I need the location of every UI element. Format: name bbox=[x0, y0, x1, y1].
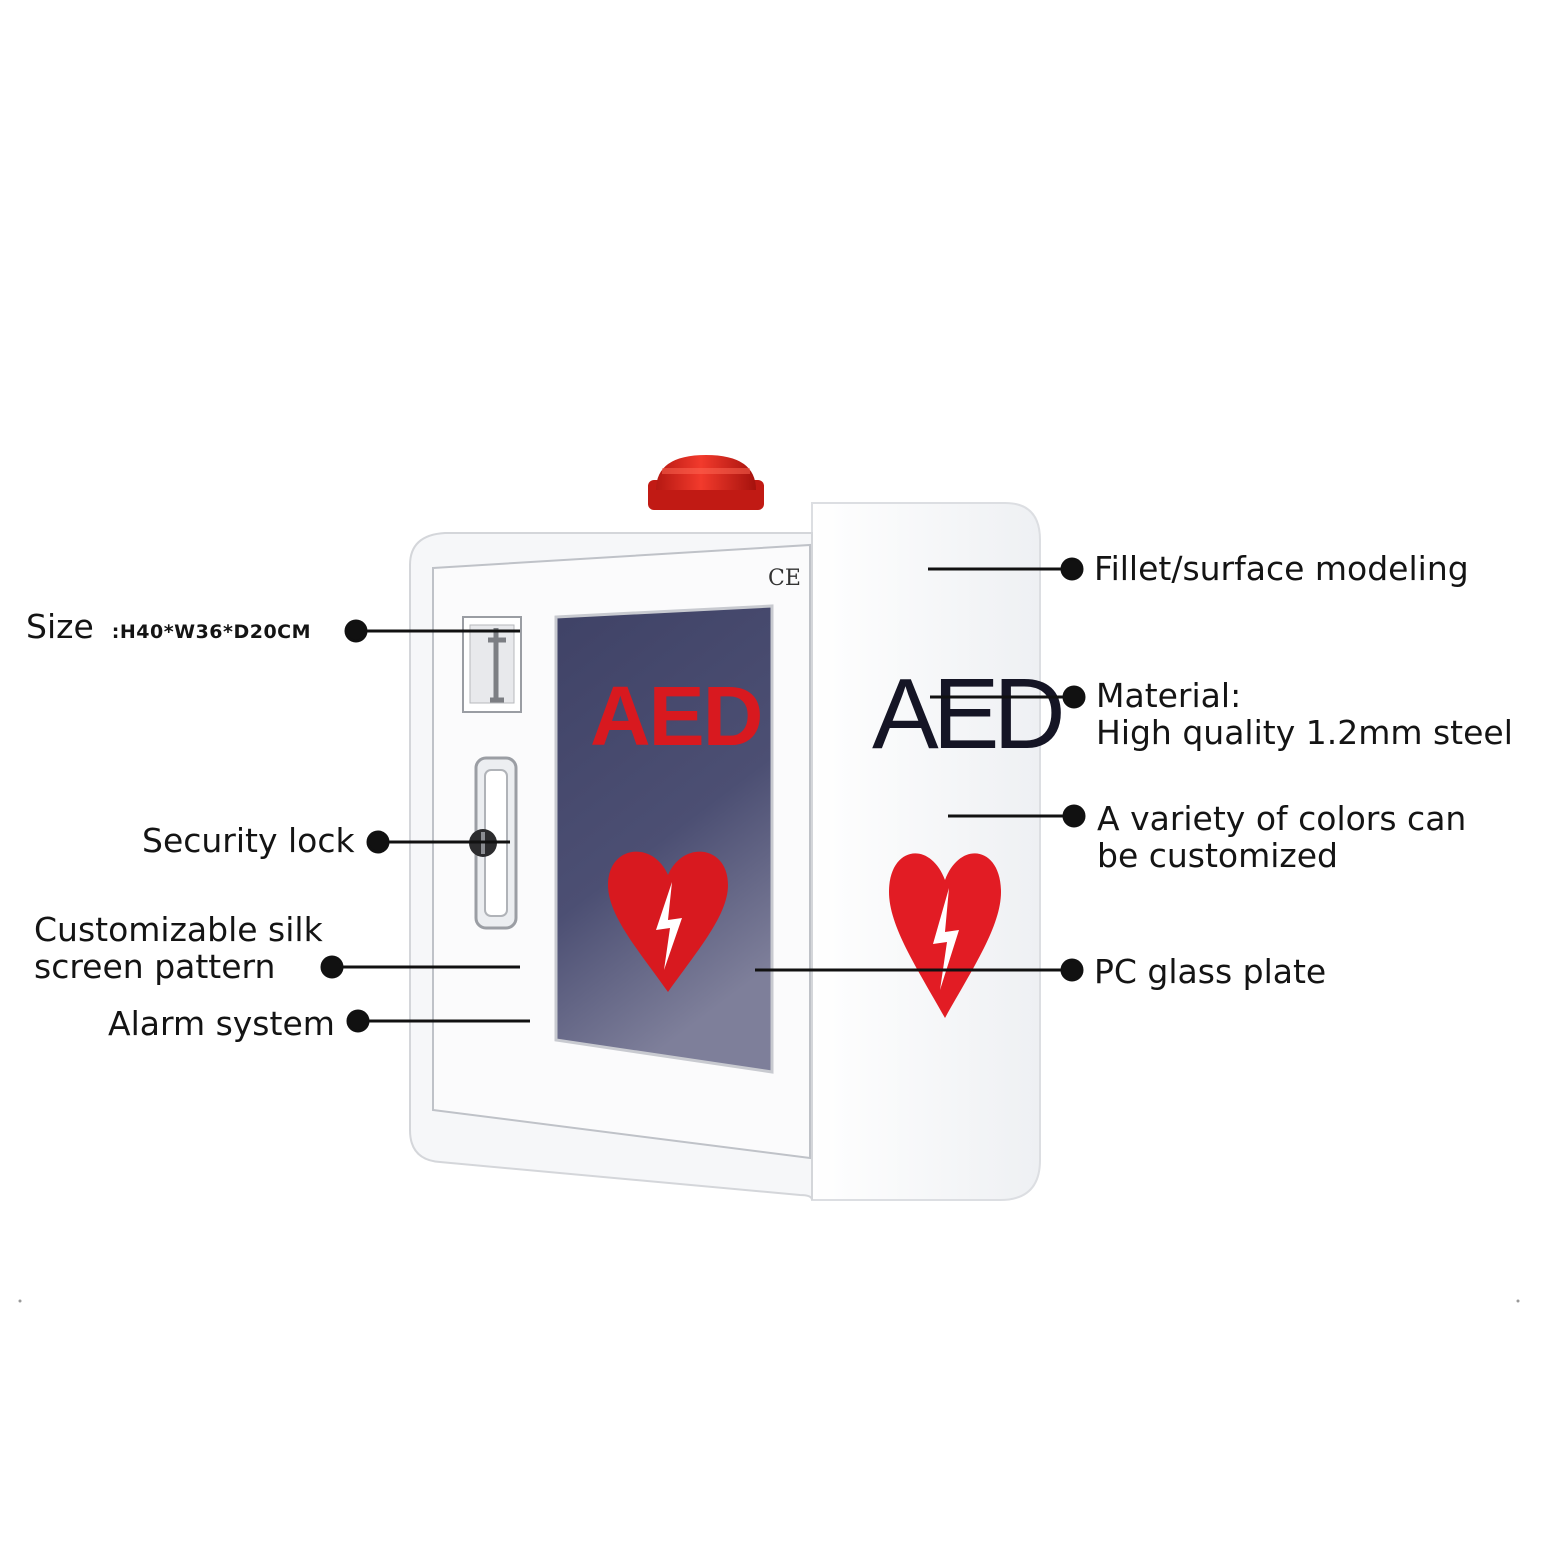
edge-mark bbox=[1516, 1299, 1520, 1303]
cabinet-front: CE bbox=[409, 532, 813, 1201]
edge-mark bbox=[18, 1299, 22, 1303]
heart-bolt-icon bbox=[608, 851, 728, 992]
material-callout: Material: High quality 1.2mm steel bbox=[1096, 676, 1513, 752]
pc-glass-plate bbox=[554, 604, 774, 1074]
cabinet-side-panel bbox=[811, 502, 1041, 1201]
front-aed-text: AED bbox=[590, 669, 761, 763]
side-aed-text: AED bbox=[872, 658, 1061, 770]
key-window bbox=[462, 616, 522, 713]
alarm-system-callout: Alarm system bbox=[108, 1004, 335, 1043]
colors-callout: A variety of colors can be customized bbox=[1097, 799, 1467, 875]
side-heart-bolt-icon bbox=[889, 853, 1001, 1018]
beacon-light-icon bbox=[648, 455, 764, 510]
size-callout: Size:H40*W36*D20CM bbox=[26, 607, 312, 646]
fillet-callout: Fillet/surface modeling bbox=[1094, 549, 1469, 588]
ce-mark-icon: CE bbox=[768, 566, 801, 591]
callout-lines bbox=[320, 557, 1086, 1033]
pc-glass-callout: PC glass plate bbox=[1094, 952, 1327, 991]
silk-screen-callout: Customizable silk screen pattern bbox=[34, 910, 323, 986]
security-lock-callout: Security lock bbox=[142, 821, 355, 860]
